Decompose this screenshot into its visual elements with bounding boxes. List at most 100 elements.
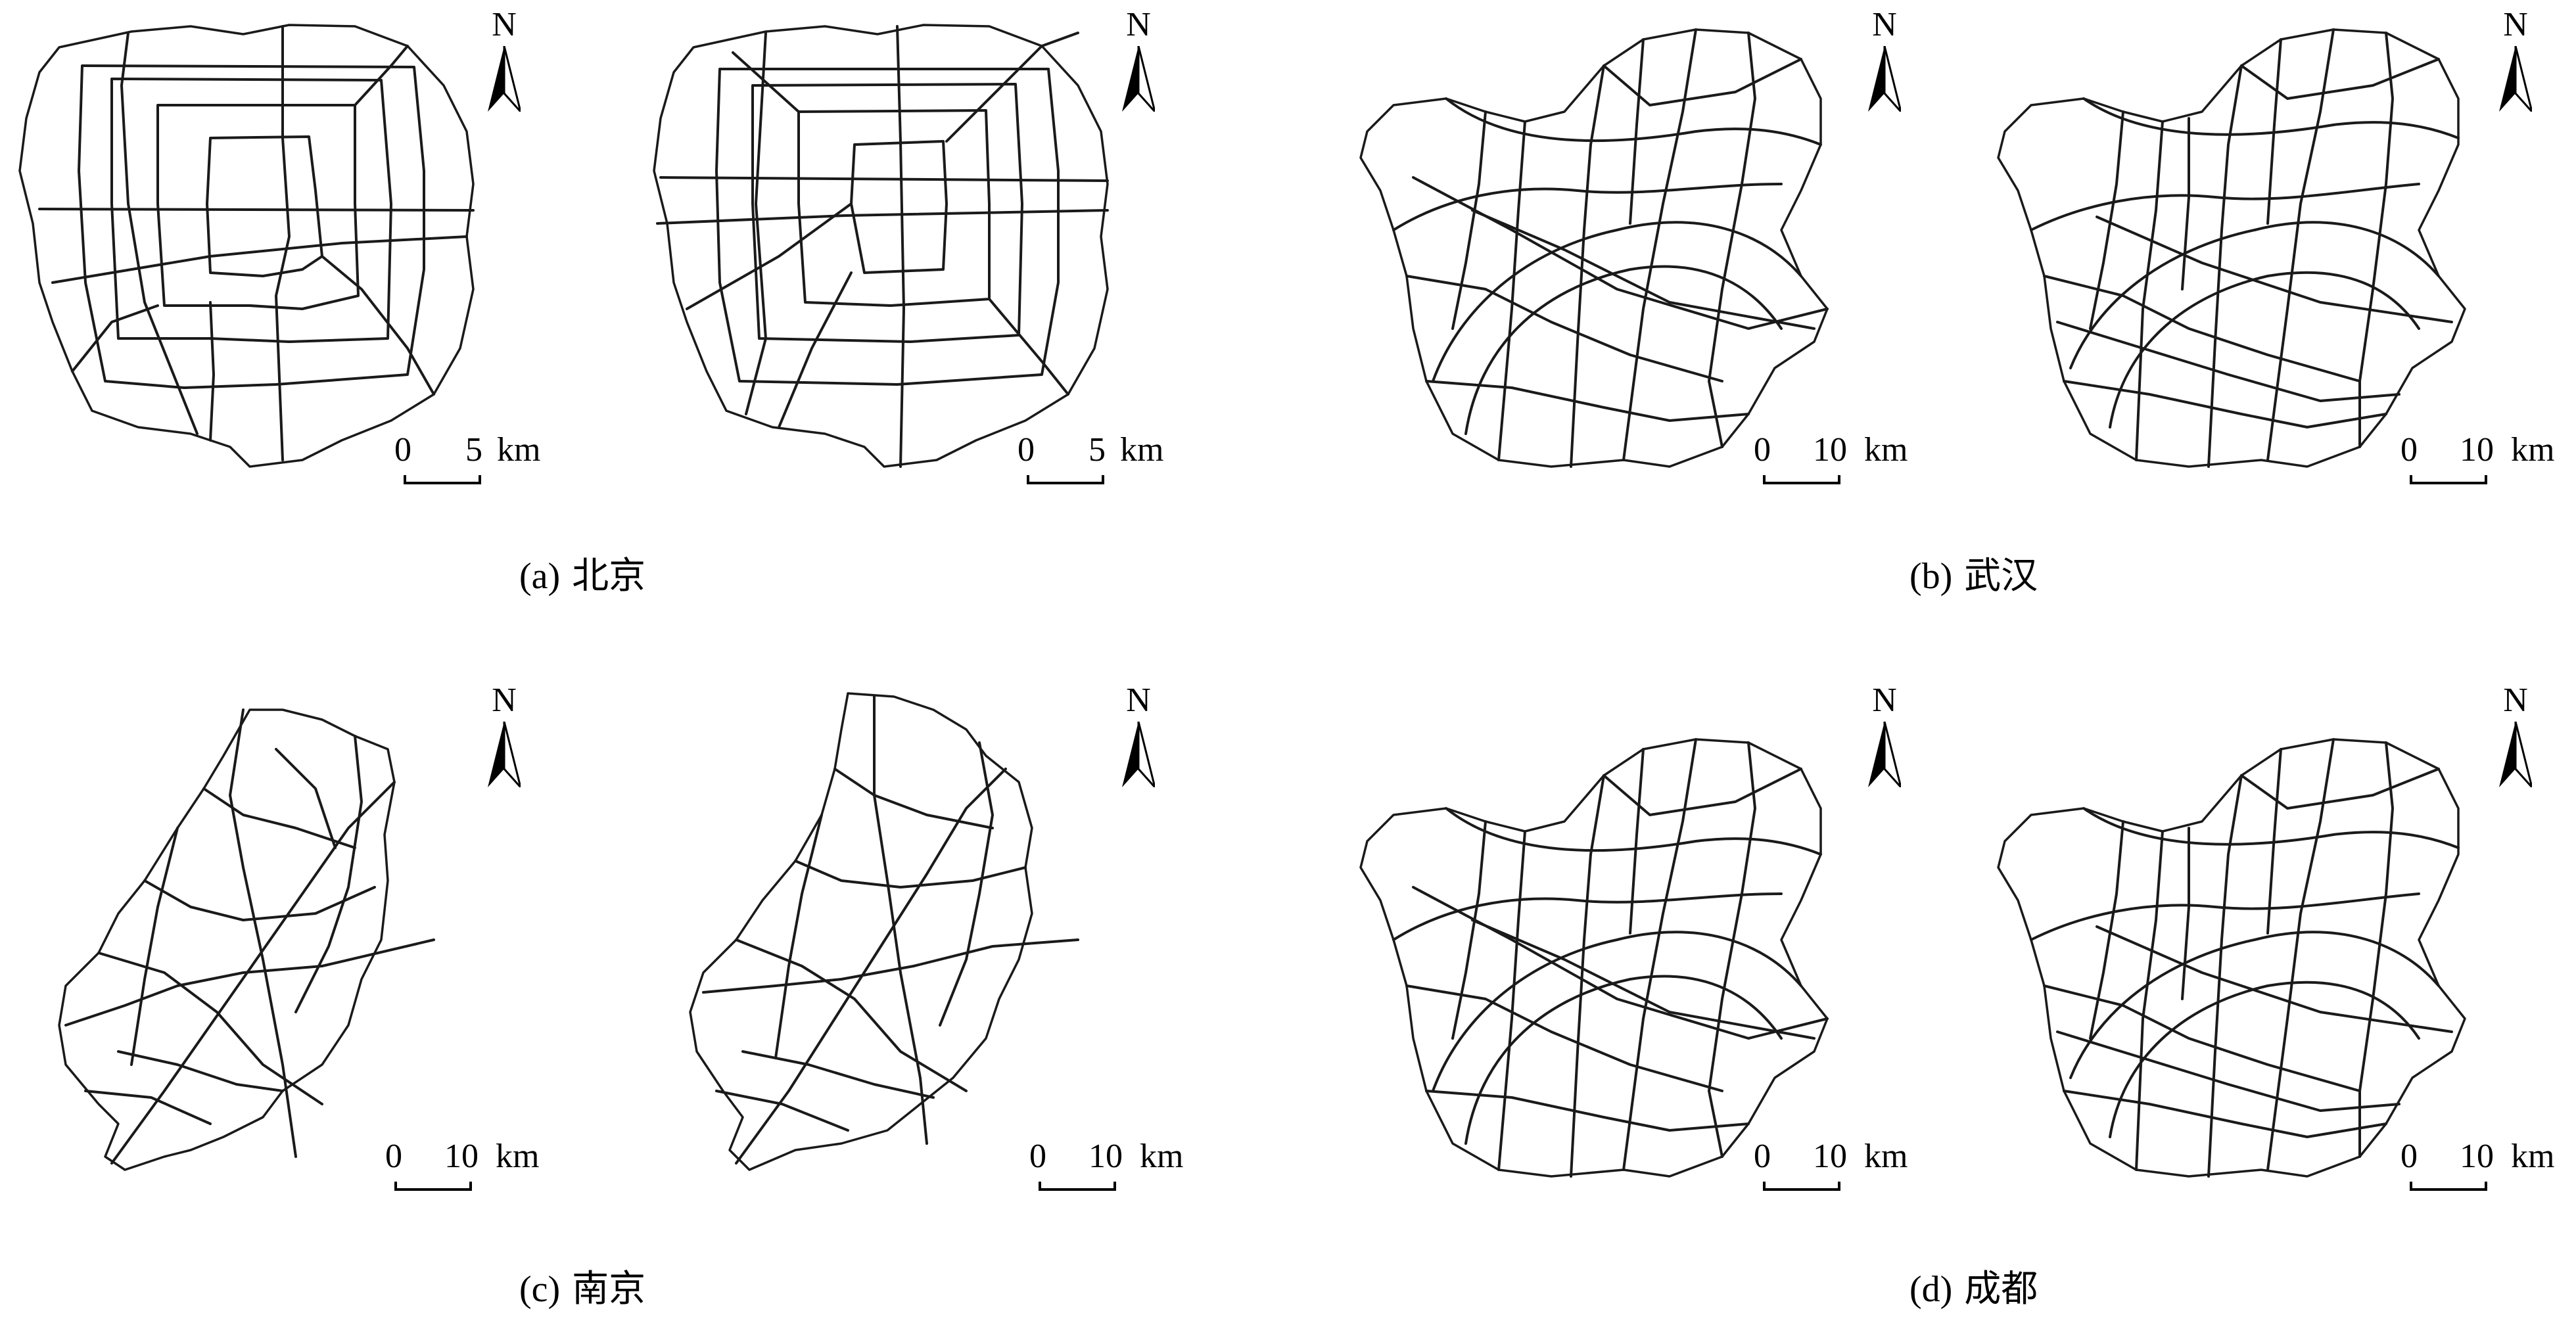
local-road xyxy=(1425,1090,1750,1132)
scale-unit: km xyxy=(1864,1138,1908,1175)
city-boundary xyxy=(18,24,475,468)
ring-road-3 xyxy=(156,104,360,310)
scale-unit: km xyxy=(496,1138,540,1175)
local-road xyxy=(117,1050,284,1092)
north-arrow-icon xyxy=(1868,722,1901,787)
ring-road xyxy=(2109,271,2420,428)
trunk-road xyxy=(1622,28,1697,461)
radial-road xyxy=(71,304,159,373)
radial-road xyxy=(945,32,1079,143)
scale-zero: 0 xyxy=(1754,1138,1771,1175)
scale-bar: 0 10 km xyxy=(1752,430,1936,503)
axis-road-ns xyxy=(275,25,291,461)
north-label: N xyxy=(2503,6,2528,43)
trunk-road xyxy=(229,708,297,1158)
caption-a: (a) 北京 xyxy=(519,555,645,597)
nanjing-map-left xyxy=(58,708,435,1171)
scale-distance: 10 xyxy=(444,1138,479,1175)
local-road xyxy=(939,741,994,1027)
local-road xyxy=(2056,321,2400,402)
radial-road xyxy=(778,271,853,428)
scale-line xyxy=(404,475,481,484)
north-label: N xyxy=(1872,6,1897,43)
scale-distance: 10 xyxy=(1813,1138,1847,1175)
north-arrow-a1: N xyxy=(475,8,534,113)
trunk-road xyxy=(2358,32,2394,448)
local-road xyxy=(2043,275,2361,382)
axis-road-ns xyxy=(896,25,905,468)
north-label: N xyxy=(1126,6,1151,43)
trunk-road xyxy=(1603,768,1802,816)
radial-road xyxy=(988,298,1069,396)
ring-road xyxy=(1464,265,1783,435)
trunk-road xyxy=(1603,58,1802,106)
axis-road-ew xyxy=(659,176,1109,182)
river-crossing xyxy=(2096,216,2453,323)
wuhan-map-right xyxy=(1997,28,2466,468)
chengdu-map-left xyxy=(1359,738,1829,1178)
scale-bar: 0 5 km xyxy=(1016,430,1187,503)
north-arrow-a2: N xyxy=(1109,8,1168,113)
scale-zero: 0 xyxy=(1029,1138,1046,1175)
scale-distance: 10 xyxy=(2460,1138,2494,1175)
local-road xyxy=(2089,110,2124,330)
beijing-map-left xyxy=(18,24,475,468)
trunk-road xyxy=(1497,120,1526,461)
trunk-road xyxy=(2240,768,2440,810)
local-road xyxy=(294,735,363,1013)
ring-road-4 xyxy=(110,78,392,343)
trunk-road xyxy=(97,952,323,1105)
ring-road xyxy=(2030,892,2420,941)
axis-road-ns-2 xyxy=(745,32,767,415)
scale-bar: 0 10 km xyxy=(2399,430,2576,503)
ring-road-5 xyxy=(78,64,425,389)
local-road xyxy=(715,1090,849,1132)
ring-road xyxy=(2082,97,2460,139)
river-crossing xyxy=(1412,176,1829,330)
caption-city: 成都 xyxy=(1964,1268,2038,1310)
axis-road-ns-2 xyxy=(120,32,199,435)
trunk-road xyxy=(1622,738,1697,1171)
axis-road-ew-2 xyxy=(51,235,468,284)
trunk-road xyxy=(2135,120,2164,461)
scale-bar: 0 10 km xyxy=(2399,1137,2576,1209)
trunk-road xyxy=(2358,741,2394,1158)
scale-distance: 10 xyxy=(1089,1138,1123,1175)
trunk-road xyxy=(2207,774,2243,1178)
local-road xyxy=(2089,820,2124,1040)
local-road xyxy=(2063,380,2387,428)
nanjing-map-right xyxy=(689,692,1079,1171)
trunk-road xyxy=(110,781,396,1165)
scale-unit: km xyxy=(497,431,541,469)
trunk-road xyxy=(1570,774,1605,1178)
scale-line xyxy=(2410,1182,2487,1191)
scale-bar: 0 10 km xyxy=(1752,1137,1936,1209)
caption-label: (a) xyxy=(519,556,561,597)
city-boundary xyxy=(1359,28,1829,468)
caption-city: 北京 xyxy=(572,555,646,597)
local-road xyxy=(1425,380,1750,422)
ring-road xyxy=(1464,975,1783,1145)
north-arrow-icon xyxy=(1122,722,1155,787)
scale-bar: 0 10 km xyxy=(384,1137,568,1209)
beijing-map-right xyxy=(653,24,1109,468)
wuhan-map-left xyxy=(1359,28,1829,468)
scale-distance: 5 xyxy=(465,431,482,469)
north-label: N xyxy=(1872,682,1897,719)
north-label: N xyxy=(2503,682,2528,719)
trunk-road xyxy=(2240,58,2440,100)
trunk-road xyxy=(735,768,1007,1165)
local-road xyxy=(1451,110,1487,330)
scale-zero: 0 xyxy=(1754,431,1771,469)
north-arrow-c2: N xyxy=(1109,683,1168,789)
scale-distance: 10 xyxy=(1813,431,1847,469)
scale-unit: km xyxy=(1140,1138,1184,1175)
trunk-road xyxy=(1708,32,1756,448)
caption-c: (c)南京 xyxy=(519,1268,645,1310)
trunk-road xyxy=(2207,64,2243,468)
river-crossing xyxy=(1412,886,1829,1040)
ring-road xyxy=(2069,931,2440,1079)
ring-road xyxy=(2082,807,2460,849)
caption-label: (c) xyxy=(519,1269,561,1310)
ring-road xyxy=(1445,97,1822,146)
